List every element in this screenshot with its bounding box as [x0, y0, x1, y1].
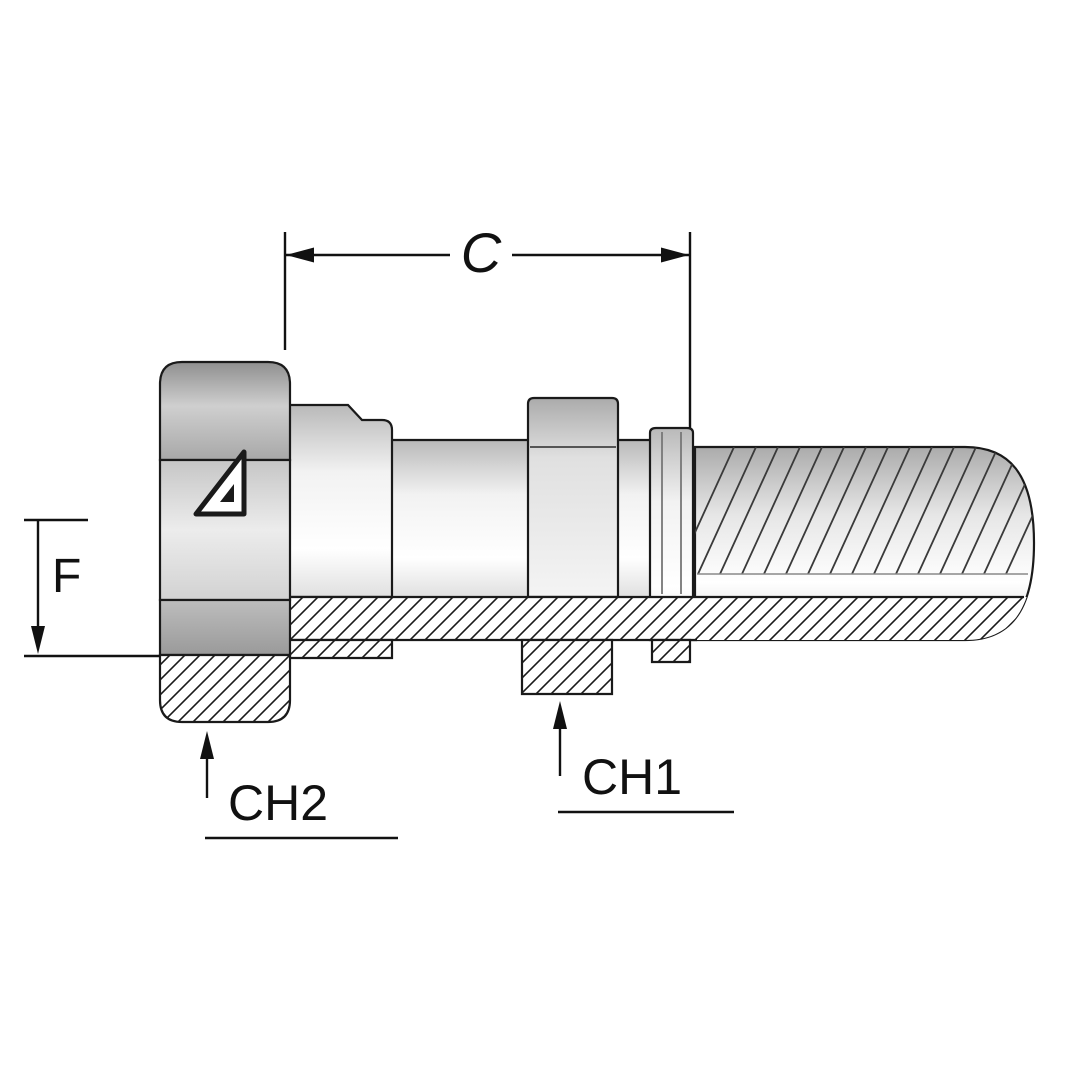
dimension-f-arrow-down: [31, 626, 45, 654]
dimension-ch1-arrow-up: [553, 701, 567, 729]
section-block-hex: [520, 638, 614, 696]
dimension-c-arrow-left: [286, 247, 314, 263]
fitting-drawing: [158, 360, 1036, 724]
section-block-cylinder: [285, 638, 394, 660]
serration-lines: [695, 447, 1034, 575]
dimension-ch2-arrow-up: [200, 731, 214, 759]
nut-skirt-section: [158, 653, 292, 724]
dimension-f: F: [24, 518, 160, 658]
dimension-ch2: CH2: [200, 731, 398, 840]
section-hatch-strip: [285, 597, 1034, 640]
dimension-ch1: CH1: [553, 701, 734, 814]
brand-logo: [193, 449, 247, 517]
dimension-c-label: C: [461, 221, 502, 284]
nut-hex-low-facet: [158, 598, 292, 657]
cylinder-body: [285, 403, 394, 599]
section-block-collar: [650, 638, 692, 664]
dimension-c: C: [283, 221, 692, 428]
dimension-ch1-label: CH1: [582, 749, 682, 805]
nut-hex-top-facet: [158, 360, 292, 462]
brand-logo-inner: [220, 484, 234, 502]
collar-ring: [648, 426, 695, 642]
dimension-c-arrow-right: [661, 247, 689, 263]
dimension-ch2-label: CH2: [228, 775, 328, 831]
dimension-f-label: F: [52, 550, 81, 603]
hex-locknut: [526, 396, 620, 599]
